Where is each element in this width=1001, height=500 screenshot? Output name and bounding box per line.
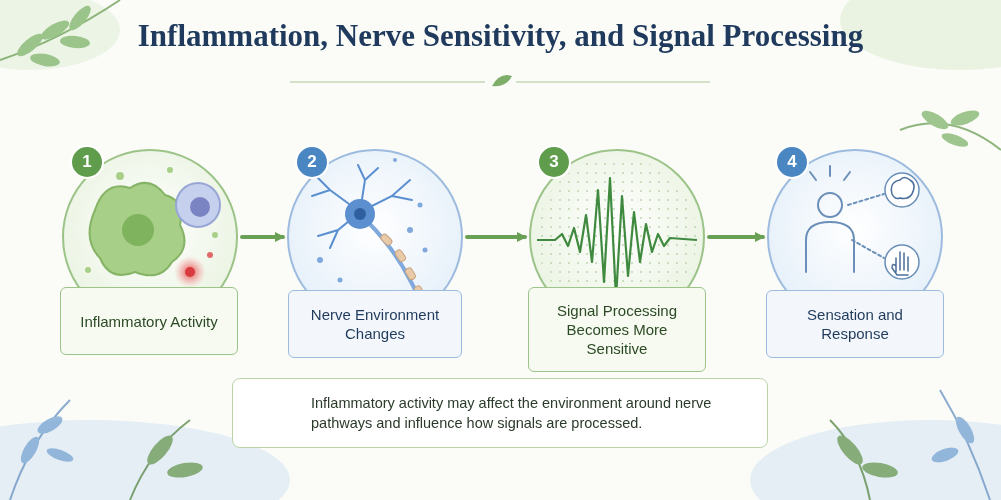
step-number: 3 (537, 145, 571, 179)
note-box: Inflammatory activity may affect the env… (232, 378, 768, 448)
diagram-title: Inflammation, Nerve Sensitivity, and Sig… (0, 18, 1001, 54)
step-label: Sensation and Response (777, 305, 933, 343)
step-label-box: Signal Processing Becomes More Sensitive (528, 287, 706, 372)
step-number: 1 (70, 145, 104, 179)
step-label: Inflammatory Activity (80, 312, 218, 331)
step-label: Nerve Environment Changes (299, 305, 451, 343)
flow-arrow (467, 235, 525, 239)
step-number: 2 (295, 145, 329, 179)
step-number: 4 (775, 145, 809, 179)
step-label-box: Inflammatory Activity (60, 287, 238, 355)
step-label-box: Sensation and Response (766, 290, 944, 358)
note-text: Inflammatory activity may affect the env… (311, 393, 749, 433)
flow-arrow (242, 235, 283, 239)
step-label-box: Nerve Environment Changes (288, 290, 462, 358)
step-label: Signal Processing Becomes More Sensitive (539, 301, 695, 358)
flow-arrow (709, 235, 763, 239)
